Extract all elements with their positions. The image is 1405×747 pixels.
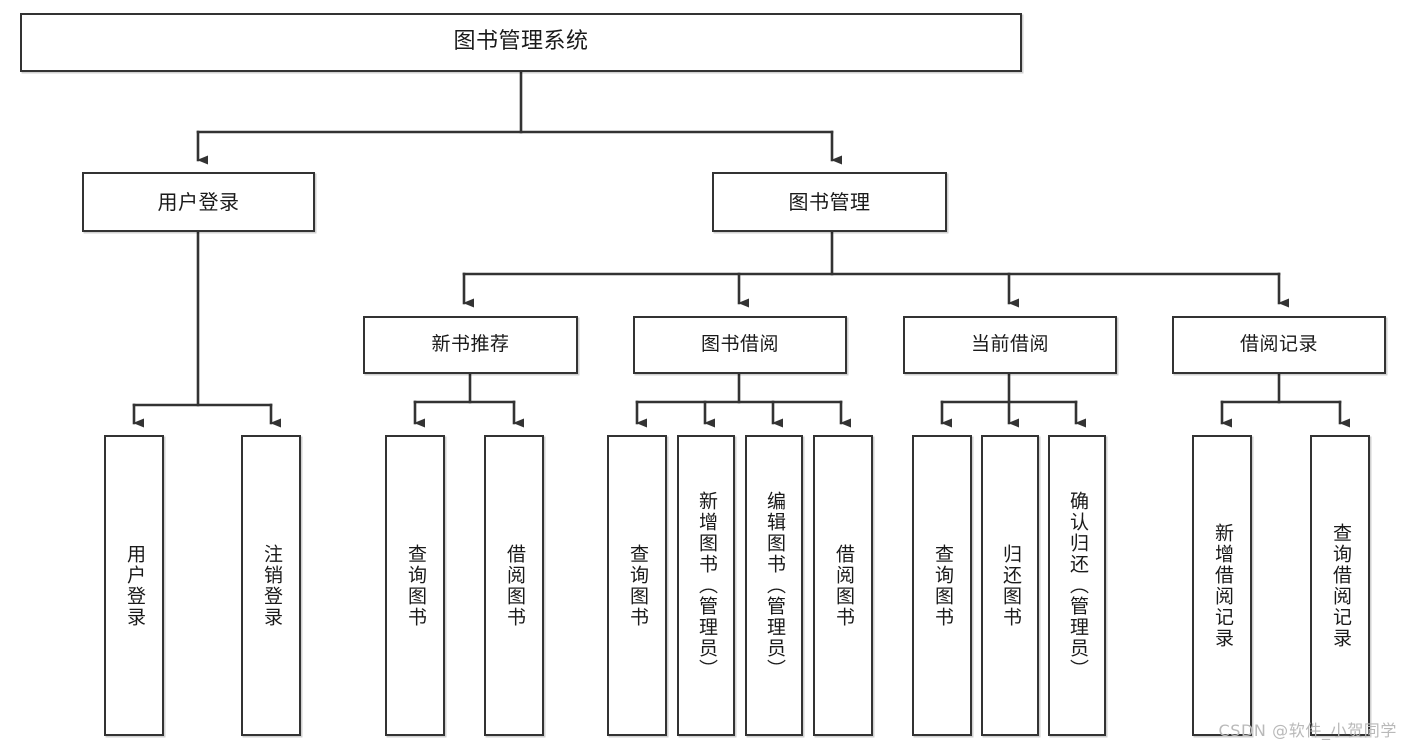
node-borrow-record[interactable]: 借阅记录 bbox=[1172, 316, 1386, 374]
csdn-watermark: CSDN @软件_小贺同学 bbox=[1218, 721, 1397, 740]
node-label: 注销登录 bbox=[260, 543, 283, 628]
node-book-management[interactable]: 图书管理 bbox=[712, 172, 947, 232]
leaf-user-login[interactable]: 用户登录 bbox=[104, 435, 164, 736]
leaf-logout-login[interactable]: 注销登录 bbox=[241, 435, 301, 736]
node-label: 借阅图书 bbox=[832, 543, 855, 628]
node-label: 查询图书 bbox=[626, 543, 649, 628]
node-label: 图书管理系统 bbox=[453, 29, 589, 55]
node-new-book-recommend[interactable]: 新书推荐 bbox=[363, 316, 578, 374]
node-label: 用户登录 bbox=[123, 543, 146, 628]
leaf-borrow-book-borrow[interactable]: 借阅图书 bbox=[813, 435, 873, 736]
leaf-edit-book-admin[interactable]: 编辑图书（管理员） bbox=[745, 435, 803, 736]
node-label: 归还图书 bbox=[999, 543, 1022, 628]
node-label: 编辑图书（管理员） bbox=[763, 491, 786, 680]
node-label: 查询借阅记录 bbox=[1329, 522, 1352, 649]
leaf-query-book-recommend[interactable]: 查询图书 bbox=[385, 435, 445, 736]
node-label: 新增图书（管理员） bbox=[695, 491, 718, 680]
leaf-add-borrow-record[interactable]: 新增借阅记录 bbox=[1192, 435, 1252, 736]
node-label: 新增借阅记录 bbox=[1211, 522, 1234, 649]
leaf-confirm-return-admin[interactable]: 确认归还（管理员） bbox=[1048, 435, 1106, 736]
node-label: 当前借阅 bbox=[970, 333, 1049, 356]
node-label: 借阅图书 bbox=[503, 543, 526, 628]
leaf-query-book-borrow[interactable]: 查询图书 bbox=[607, 435, 667, 736]
node-label: 查询图书 bbox=[931, 543, 954, 628]
node-current-borrow[interactable]: 当前借阅 bbox=[903, 316, 1117, 374]
node-label: 确认归还（管理员） bbox=[1066, 491, 1089, 680]
leaf-query-book-current[interactable]: 查询图书 bbox=[912, 435, 972, 736]
node-label: 查询图书 bbox=[404, 543, 427, 628]
node-label: 借阅记录 bbox=[1239, 333, 1318, 356]
leaf-query-borrow-record[interactable]: 查询借阅记录 bbox=[1310, 435, 1370, 736]
leaf-borrow-book-recommend[interactable]: 借阅图书 bbox=[484, 435, 544, 736]
leaf-return-book[interactable]: 归还图书 bbox=[981, 435, 1039, 736]
node-user-login[interactable]: 用户登录 bbox=[82, 172, 315, 232]
node-book-borrow[interactable]: 图书借阅 bbox=[633, 316, 847, 374]
node-label: 图书借阅 bbox=[700, 333, 779, 356]
node-label: 图书管理 bbox=[788, 189, 871, 214]
node-label: 新书推荐 bbox=[431, 333, 510, 356]
leaf-add-book-admin[interactable]: 新增图书（管理员） bbox=[677, 435, 735, 736]
node-label: 用户登录 bbox=[157, 189, 240, 214]
node-book-management-system[interactable]: 图书管理系统 bbox=[20, 13, 1022, 72]
